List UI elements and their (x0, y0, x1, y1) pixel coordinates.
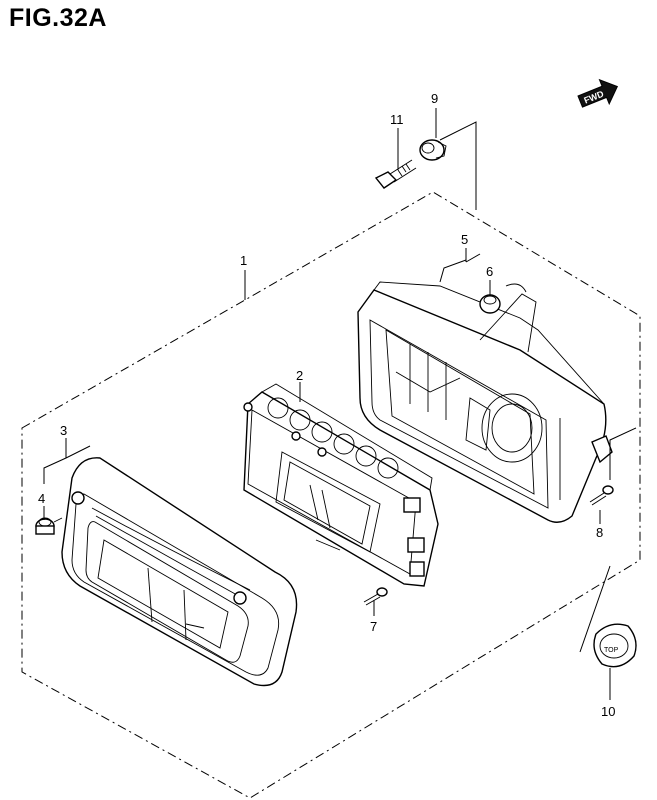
fwd-arrow-icon: FWD (577, 78, 619, 108)
callout-7: 7 (370, 619, 377, 634)
callout-5: 5 (461, 232, 468, 247)
part-socket-cover: TOP (593, 623, 637, 668)
callout-4: 4 (38, 491, 45, 506)
callout-9: 9 (431, 91, 438, 106)
callout-2: 2 (296, 368, 303, 383)
callout-6: 6 (486, 264, 493, 279)
part-sealed-beam-unit (243, 383, 439, 587)
part-grommet (479, 294, 501, 314)
leader-lines (43, 108, 637, 700)
callout-8: 8 (596, 525, 603, 540)
part-screw-7 (363, 587, 388, 606)
callout-1: 1 (240, 253, 247, 268)
part-bolt (374, 159, 417, 189)
callout-3: 3 (60, 423, 67, 438)
part-washer (419, 139, 447, 161)
svg-text:TOP: TOP (604, 647, 619, 654)
part-nut (35, 517, 63, 535)
callout-10: 10 (601, 704, 615, 719)
assembly-boundary (21, 191, 641, 799)
fwd-label: FWD (582, 88, 605, 105)
callout-11: 11 (390, 112, 404, 127)
figure-title: FIG.32A (9, 4, 107, 32)
part-lens-rim (61, 457, 298, 687)
part-screw-8 (589, 485, 614, 506)
